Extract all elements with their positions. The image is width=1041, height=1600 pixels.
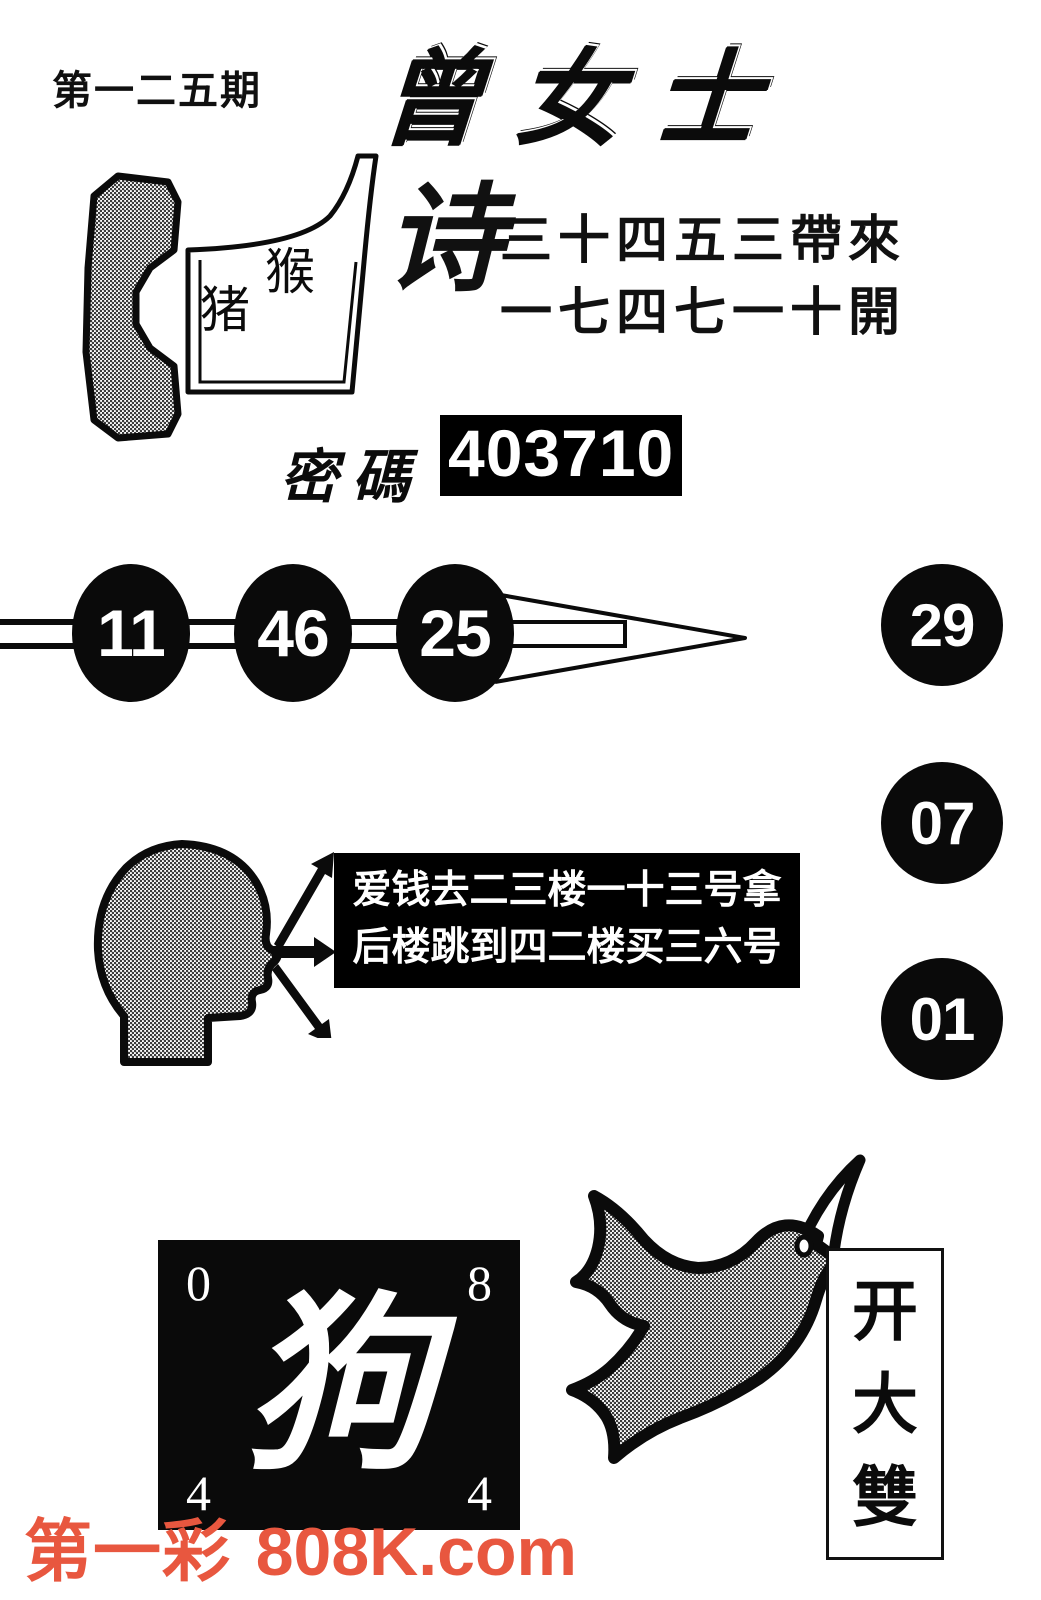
- watermark-site: 808K.com: [255, 1514, 577, 1590]
- side-number-ball: 01: [881, 958, 1003, 1080]
- side-number-value: 29: [909, 591, 976, 659]
- code-value-box: 403710: [440, 415, 683, 497]
- draw-number-value: 46: [257, 596, 329, 670]
- prediction-box: 开 大 雙: [826, 1248, 944, 1560]
- scroll-banner-shape: [185, 153, 379, 395]
- poem-line-2: 一七四七一十開: [500, 283, 907, 343]
- message-line-2: 后楼跳到四二楼买三六号: [352, 924, 782, 970]
- draw-number-ball: 11: [72, 564, 190, 702]
- number-row: 11 46 25: [0, 548, 800, 718]
- speech-arrows-icon: [272, 852, 336, 1038]
- zodiac-card-corner-bottom-left: 4: [186, 1465, 211, 1521]
- side-number-value: 07: [909, 789, 976, 857]
- draw-number-value: 11: [97, 596, 166, 670]
- zodiac-card-character: 狗: [243, 1273, 434, 1496]
- telephone-receiver-icon: [82, 172, 182, 442]
- message-box: 爱钱去二三楼一十三号拿 后楼跳到四二楼买三六号: [334, 853, 800, 989]
- side-number-ball: 29: [881, 564, 1003, 686]
- prediction-char-1: 开: [852, 1272, 918, 1350]
- prediction-char-3: 雙: [852, 1458, 918, 1536]
- draw-number-ball: 25: [396, 564, 514, 702]
- zodiac-card: 0 8 4 4 狗: [158, 1240, 520, 1530]
- draw-number-ball: 46: [234, 564, 352, 702]
- speaking-head-icon: [93, 840, 282, 1066]
- prediction-char-2: 大: [852, 1365, 918, 1443]
- poem-glyph: 诗: [385, 169, 504, 308]
- message-line-1: 爱钱去二三楼一十三号拿: [352, 868, 782, 913]
- side-number-ball: 07: [881, 762, 1003, 884]
- side-number-value: 01: [909, 985, 976, 1053]
- page-title: 曾女士: [375, 37, 798, 160]
- poem-line-1: 三十四五三帶來: [500, 211, 907, 271]
- zodiac-card-corner-top-left: 0: [186, 1255, 211, 1311]
- zodiac-animal-monkey: 猴: [265, 243, 315, 301]
- issue-label: 第一二五期: [52, 68, 262, 114]
- dove-icon: [566, 1154, 866, 1464]
- zodiac-animal-pig: 猪: [200, 281, 250, 339]
- watermark: 第一彩 808K.com: [24, 1496, 577, 1595]
- watermark-brand: 第一彩: [24, 1513, 232, 1592]
- zodiac-card-corner-top-right: 8: [467, 1255, 492, 1311]
- zodiac-card-corner-bottom-right: 4: [467, 1465, 492, 1521]
- draw-number-value: 25: [419, 596, 491, 670]
- code-value: 403710: [448, 416, 675, 490]
- code-label: 密碼: [280, 443, 425, 511]
